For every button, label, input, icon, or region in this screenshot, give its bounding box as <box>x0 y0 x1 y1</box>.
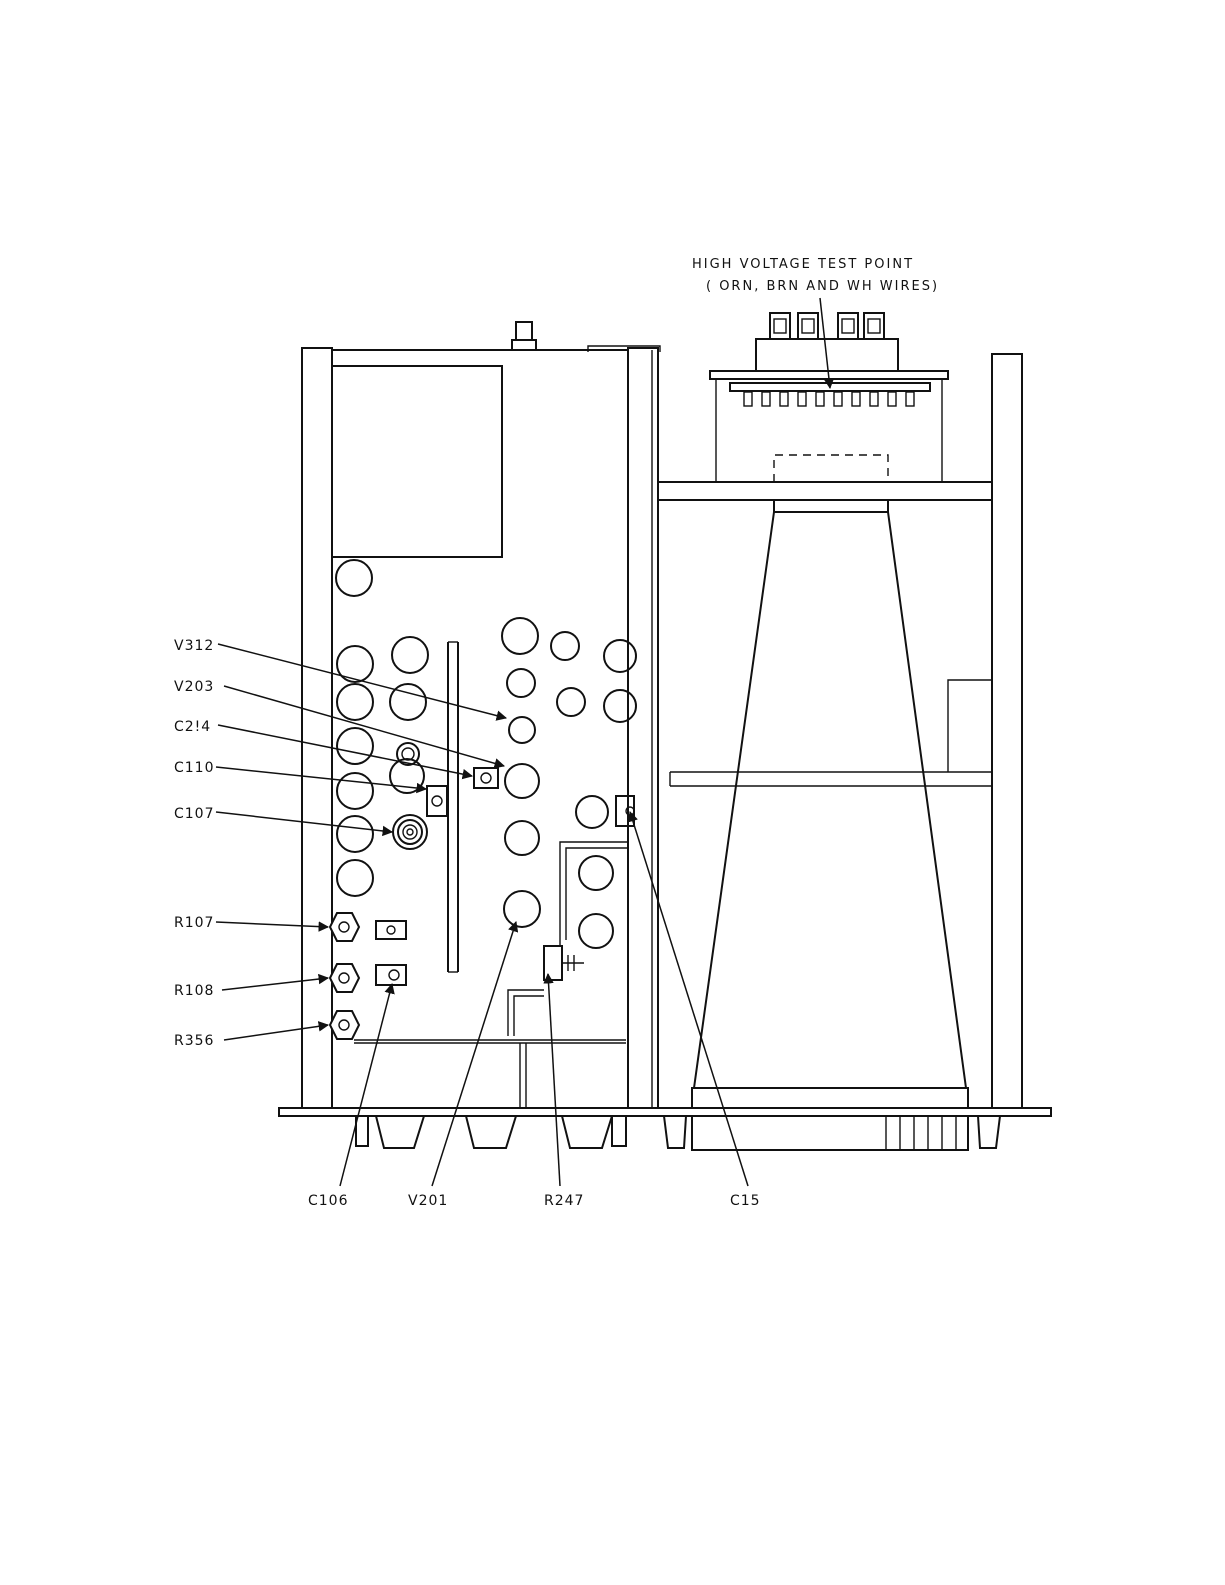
hv-test-point-title: HIGH VOLTAGE TEST POINT <box>692 257 914 272</box>
label-v201: V201 <box>408 1193 448 1209</box>
crt-tube <box>692 500 968 1108</box>
c107-component <box>393 815 427 849</box>
label-r107: R107 <box>174 915 214 931</box>
label-c107: C107 <box>174 806 215 822</box>
leader-c110 <box>216 767 426 789</box>
leader-c214 <box>218 725 472 776</box>
label-c15: C15 <box>730 1193 761 1209</box>
tube-sockets <box>336 560 636 948</box>
c15-component <box>616 796 634 826</box>
right-chassis <box>658 354 1022 1108</box>
leader-c15 <box>630 812 748 1186</box>
leader-r108 <box>222 978 328 990</box>
leader-hv-test-point <box>820 298 830 388</box>
leader-c107 <box>216 812 392 832</box>
label-c214: C2!4 <box>174 719 211 735</box>
r247-component <box>544 946 584 980</box>
hex-pots <box>330 913 359 1039</box>
label-c110: C110 <box>174 760 215 776</box>
front-panel <box>279 1108 1051 1150</box>
leader-r247 <box>548 974 560 1186</box>
leader-r107 <box>216 922 328 927</box>
hv-test-point-subtitle: ( ORN, BRN AND WH WIRES) <box>706 279 939 294</box>
inner-board <box>354 842 628 1108</box>
crt-socket-assembly <box>710 313 948 482</box>
label-r356: R356 <box>174 1033 214 1049</box>
label-r108: R108 <box>174 983 214 999</box>
c110-component <box>427 786 447 816</box>
label-v203: V203 <box>174 679 214 695</box>
leader-r356 <box>224 1025 328 1040</box>
c214-component <box>474 768 498 788</box>
leader-v312 <box>218 644 506 718</box>
c106-mounts <box>376 921 406 985</box>
vertical-bars <box>448 642 458 972</box>
label-r247: R247 <box>544 1193 584 1209</box>
label-v312: V312 <box>174 638 214 654</box>
label-c106: C106 <box>308 1193 349 1209</box>
